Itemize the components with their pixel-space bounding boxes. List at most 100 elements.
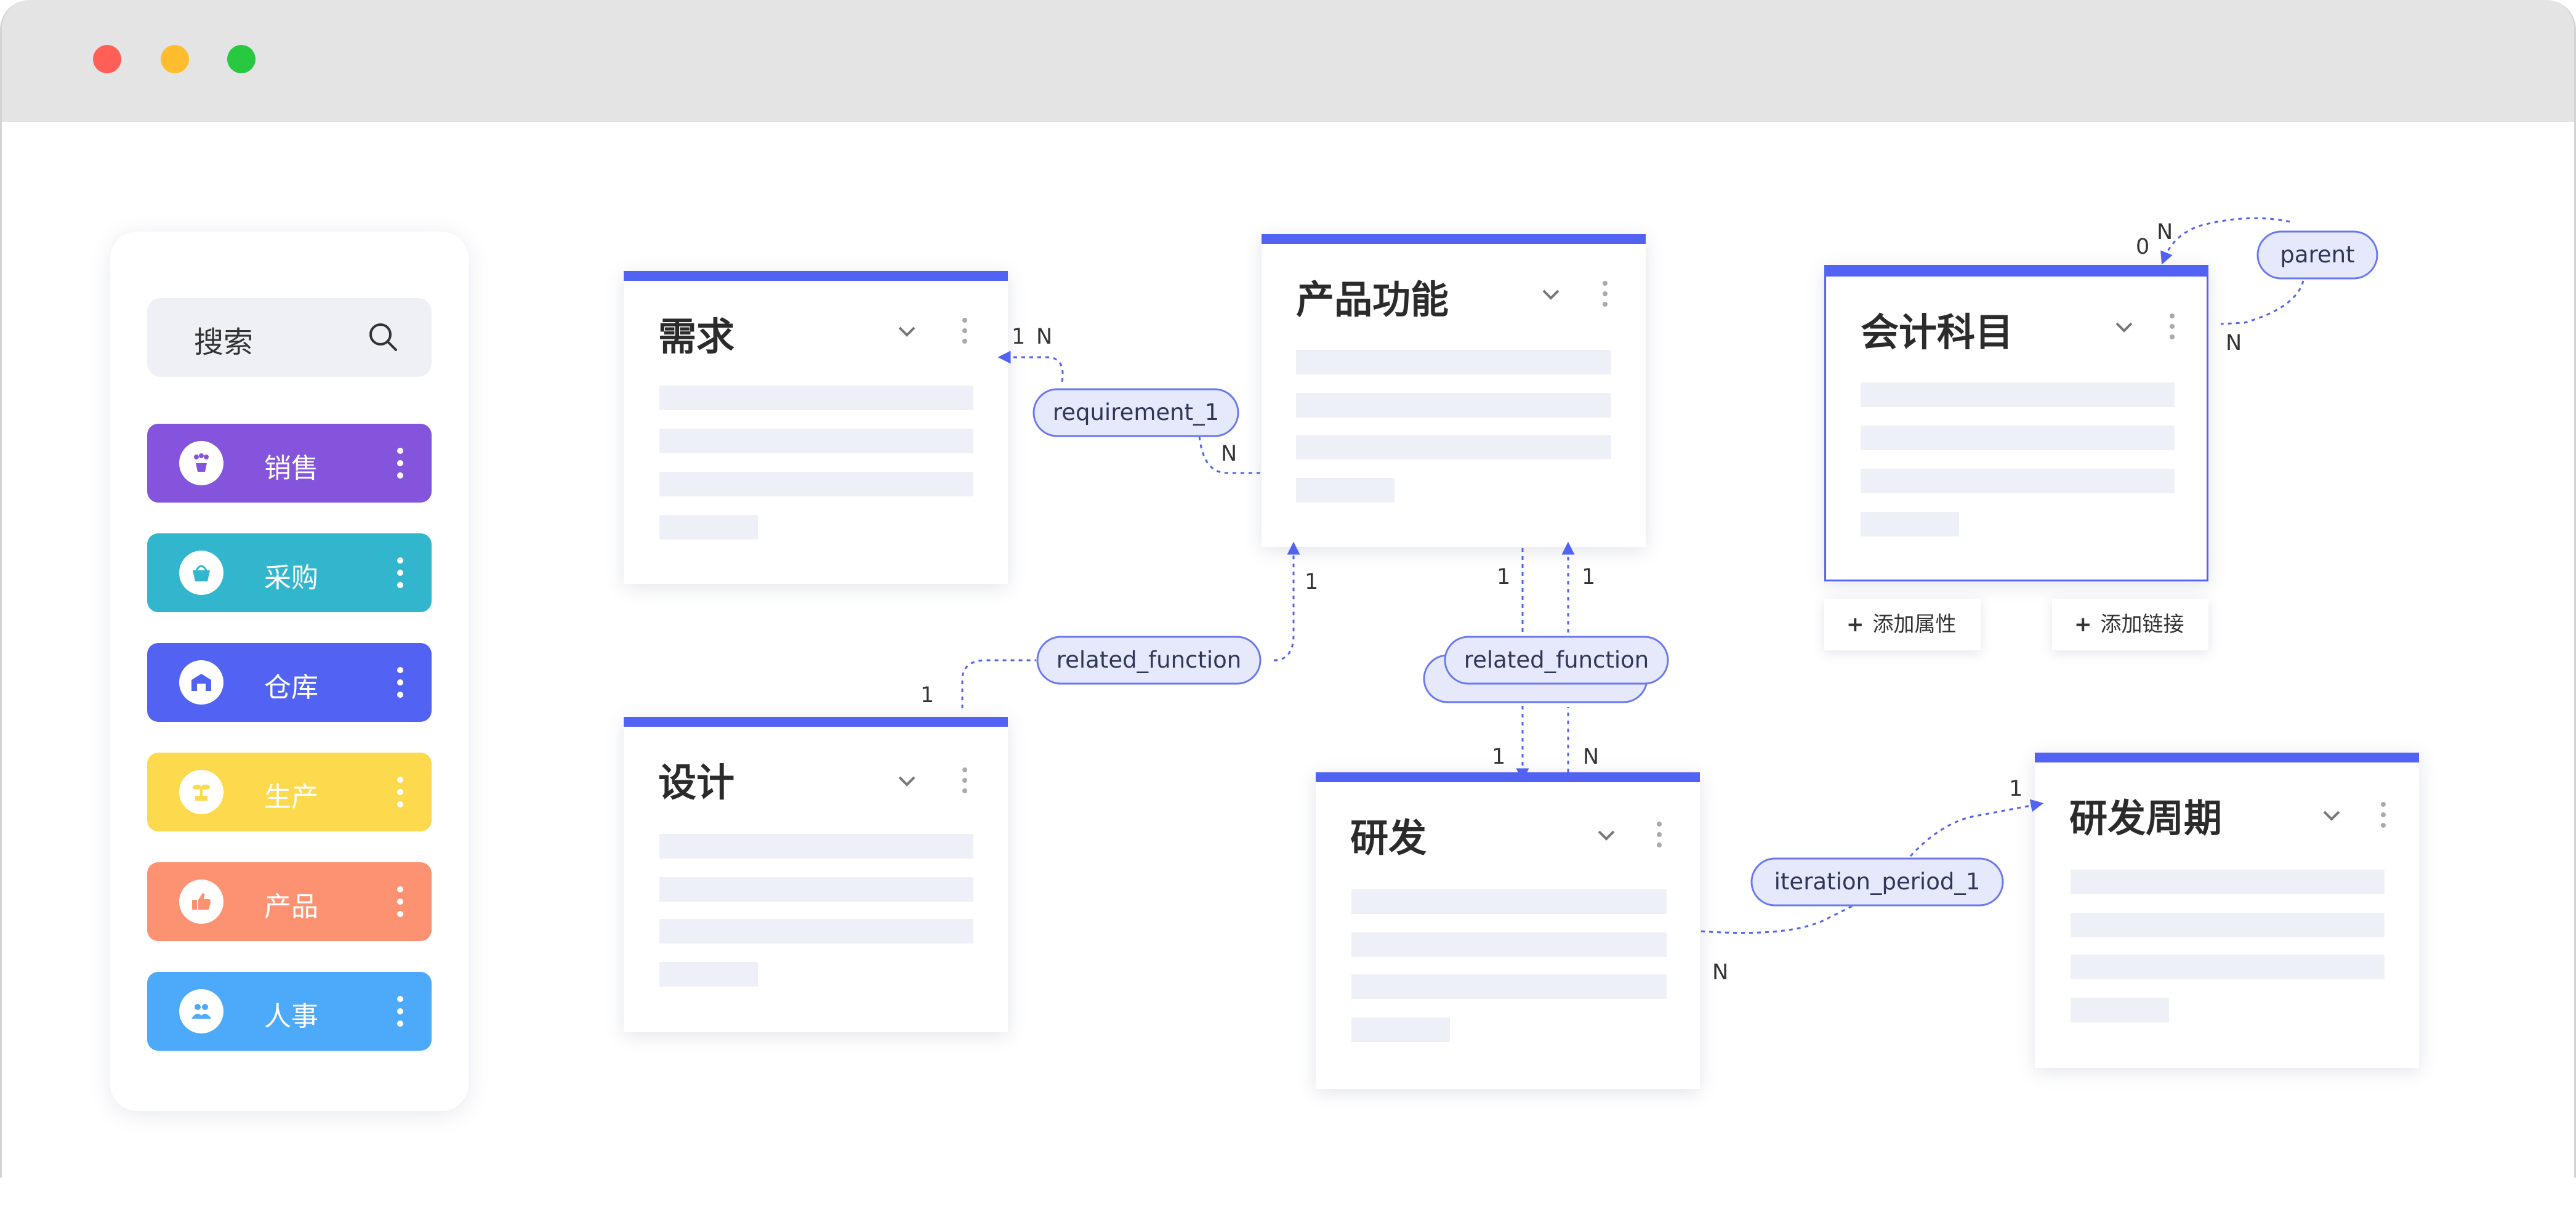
relation-label-related-function-design[interactable]: related_function — [1036, 636, 1262, 685]
more-options-icon[interactable] — [959, 765, 971, 796]
more-options-icon[interactable] — [391, 990, 409, 1032]
placeholder-line — [659, 877, 973, 902]
entity-card-rnd[interactable]: 研发 — [1316, 772, 1700, 1089]
placeholder-line — [659, 834, 973, 859]
placeholder-line — [1296, 393, 1611, 418]
entity-title: 研发周期 — [2069, 796, 2223, 841]
sidebar-item-label: 销售 — [264, 453, 318, 484]
more-options-icon[interactable] — [2166, 311, 2178, 342]
more-options-icon[interactable] — [2377, 799, 2389, 830]
sidebar-item-production[interactable]: 生产 — [147, 753, 432, 831]
placeholder-line — [1861, 512, 1959, 536]
entity-title: 研发 — [1350, 815, 1427, 860]
more-options-icon[interactable] — [1653, 819, 1665, 850]
relation-label: parent — [2280, 241, 2354, 268]
cardinality-label: N — [1036, 325, 1052, 349]
more-options-icon[interactable] — [391, 442, 409, 484]
placeholder-line — [659, 472, 973, 496]
more-options-icon[interactable] — [959, 315, 971, 346]
sidebar-item-warehouse[interactable]: 仓库 — [147, 643, 432, 722]
cardinality-label: 0 — [2136, 235, 2149, 259]
relation-label-requirement-1[interactable]: requirement_1 — [1032, 388, 1239, 437]
relation-label: requirement_1 — [1053, 399, 1219, 426]
sidebar-item-hr[interactable]: 人事 — [147, 972, 432, 1051]
cardinality-label: 1 — [1582, 565, 1595, 589]
cardinality-label: N — [1583, 745, 1599, 769]
close-window-button[interactable] — [93, 45, 121, 73]
title-bar — [2, 0, 2574, 122]
plant-icon — [193, 785, 210, 801]
chevron-down-icon[interactable] — [1537, 281, 1564, 308]
search-box[interactable]: 搜索 — [147, 298, 432, 377]
sidebar-item-product[interactable]: 产品 — [147, 862, 432, 941]
warehouse-icon — [191, 674, 211, 691]
module-sidebar: 搜索 销售 采购 仓库 生产 产品 — [110, 232, 469, 1111]
placeholder-line — [2071, 998, 2169, 1022]
people-icon — [191, 1004, 211, 1019]
cardinality-label: 1 — [1305, 570, 1318, 594]
placeholder-line — [2071, 870, 2385, 894]
add-attribute-button[interactable]: +添加属性 — [1824, 599, 1981, 650]
chevron-down-icon[interactable] — [2111, 313, 2138, 341]
cardinality-label: N — [2157, 220, 2173, 245]
sidebar-item-label: 采购 — [264, 562, 318, 594]
placeholder-line — [659, 962, 758, 987]
add-link-button[interactable]: +添加链接 — [2052, 599, 2208, 650]
sidebar-item-label: 生产 — [264, 782, 318, 813]
placeholder-line — [1351, 974, 1667, 999]
minimize-window-button[interactable] — [161, 45, 189, 73]
placeholder-line — [1861, 382, 2175, 407]
cardinality-label: 1 — [1497, 565, 1510, 589]
placeholder-line — [1296, 350, 1611, 374]
chevron-down-icon[interactable] — [2318, 802, 2345, 829]
chevron-down-icon[interactable] — [893, 767, 920, 794]
relation-label: related_function — [1464, 647, 1649, 673]
more-options-icon[interactable] — [391, 661, 409, 703]
flower-pot-icon — [194, 453, 209, 472]
placeholder-line — [1861, 469, 2175, 493]
relation-label-iteration-period-1[interactable]: iteration_period_1 — [1750, 857, 2004, 907]
entity-title: 需求 — [658, 314, 735, 359]
search-label: 搜索 — [194, 325, 254, 360]
placeholder-line — [1351, 889, 1667, 914]
more-options-icon[interactable] — [391, 881, 409, 923]
entity-card-product-function[interactable]: 产品功能 — [1262, 234, 1646, 547]
add-link-label: 添加链接 — [2100, 612, 2184, 637]
add-attribute-label: 添加属性 — [1872, 612, 1957, 637]
placeholder-line — [1296, 435, 1611, 459]
entity-card-accounting-subject[interactable]: 会计科目 — [1824, 265, 2208, 581]
entity-card-design[interactable]: 设计 — [624, 717, 1008, 1032]
sidebar-item-sales[interactable]: 销售 — [147, 424, 432, 503]
placeholder-line — [659, 429, 973, 453]
placeholder-line — [659, 919, 973, 944]
cardinality-label: N — [1712, 960, 1728, 985]
relation-label-related-function-rnd[interactable]: related_function — [1423, 636, 1669, 703]
more-options-icon[interactable] — [391, 771, 409, 813]
search-icon[interactable] — [364, 318, 403, 357]
entity-title: 产品功能 — [1296, 277, 1449, 322]
cardinality-label: N — [1221, 442, 1237, 466]
relation-label-parent[interactable]: parent — [2256, 230, 2378, 280]
entity-title: 会计科目 — [1861, 310, 2014, 355]
sidebar-item-purchasing[interactable]: 采购 — [147, 533, 432, 612]
sidebar-item-label: 仓库 — [264, 672, 318, 703]
placeholder-line — [1296, 478, 1395, 503]
basket-icon — [193, 565, 210, 581]
thumbs-up-icon — [192, 893, 211, 910]
more-options-icon[interactable] — [391, 552, 409, 594]
maximize-window-button[interactable] — [227, 45, 256, 73]
placeholder-line — [659, 386, 973, 410]
chevron-down-icon[interactable] — [893, 318, 920, 345]
cardinality-label: N — [2226, 331, 2242, 355]
relation-links: requirement_1 related_function related_f… — [920, 217, 2378, 985]
chevron-down-icon[interactable] — [1593, 822, 1620, 849]
cardinality-label: 1 — [1492, 745, 1505, 769]
entity-card-requirement[interactable]: 需求 — [624, 271, 1008, 584]
entity-card-rnd-cycle[interactable]: 研发周期 — [2035, 753, 2419, 1068]
cardinality-label: 1 — [2009, 777, 2023, 801]
placeholder-line — [1351, 932, 1667, 957]
more-options-icon[interactable] — [1599, 278, 1611, 309]
relation-label: iteration_period_1 — [1774, 868, 1981, 895]
placeholder-line — [1351, 1017, 1450, 1042]
cardinality-label: 1 — [920, 683, 934, 708]
